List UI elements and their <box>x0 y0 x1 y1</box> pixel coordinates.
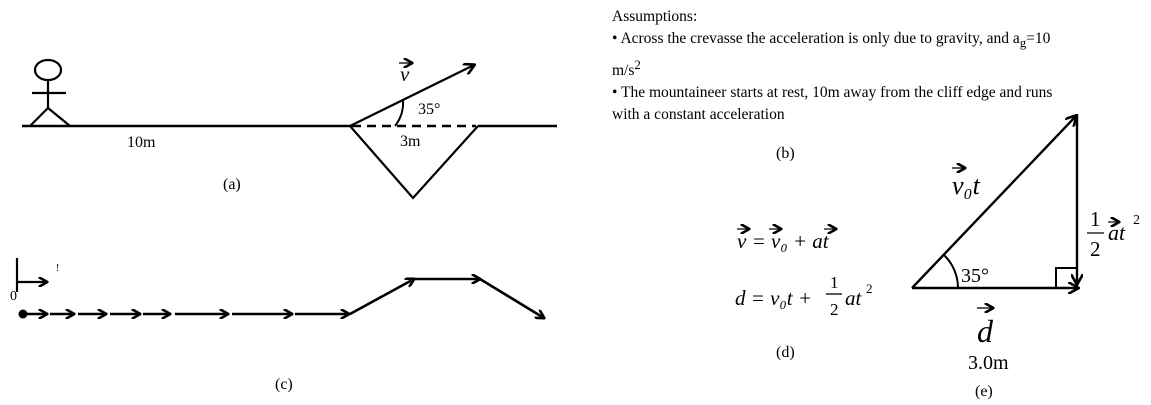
eq2-sup: 2 <box>866 281 873 296</box>
figure-c: ! 0 (c) <box>10 258 544 393</box>
eq2-frac-num: 1 <box>830 273 839 292</box>
velocity-arrow <box>349 65 474 127</box>
hypotenuse-arrow <box>911 116 1076 289</box>
equation-displacement-lhs: d = v₀t + <box>735 286 812 310</box>
velocity-label: v <box>400 62 410 86</box>
hypotenuse-label: v₀t <box>952 171 981 200</box>
base-value-label: 3.0m <box>968 352 1009 374</box>
gap-label: 3m <box>400 133 421 150</box>
gravity-subscript: g <box>1019 35 1027 51</box>
caption-e: (e) <box>975 383 993 400</box>
equation-displacement-rhs: at <box>845 286 863 310</box>
assumption-start: • The mountaineer starts at rest, 10m aw… <box>612 84 1053 124</box>
motion-arrow <box>349 279 414 316</box>
angle-arc-e <box>943 254 959 289</box>
caption-c: (c) <box>275 376 293 393</box>
angle-arc <box>394 99 405 127</box>
assumptions-heading: Assumptions: <box>612 8 698 25</box>
right-angle-marker <box>1055 267 1077 288</box>
assumption-gravity: • Across the crevasse the acceleration i… <box>612 28 1082 82</box>
side-sup: 2 <box>1133 213 1140 228</box>
figure-d: v = v₀ + at d = v₀t + 1 2 at 2 (d) <box>735 229 873 361</box>
caption-b: (b) <box>776 145 795 162</box>
eq2-frac-den: 2 <box>830 300 839 319</box>
gravity-exponent: 2 <box>634 57 641 73</box>
stick-figure-icon <box>29 58 71 127</box>
assumptions-block: Assumptions: • Across the crevasse the a… <box>612 6 1082 126</box>
assumption-gravity-text: • Across the crevasse the acceleration i… <box>612 30 1020 47</box>
angle-label: 35° <box>418 101 440 118</box>
side-label: at <box>1108 220 1126 245</box>
figure-e: v₀t 35° 1 2 at 2 d 3.0m (e) <box>911 114 1140 400</box>
motion-arrows <box>23 279 544 318</box>
equation-velocity: v = v₀ + at <box>737 229 830 253</box>
figure-a: v 35° 3m 10m (a) <box>22 58 557 200</box>
crevasse <box>349 125 479 200</box>
motion-arrow <box>479 277 544 318</box>
caption-d: (d) <box>776 344 795 361</box>
side-frac-den: 2 <box>1090 237 1101 261</box>
caption-a: (a) <box>223 176 241 193</box>
base-vector-label: d <box>977 313 994 349</box>
angle-label-e: 35° <box>961 265 989 287</box>
side-frac-num: 1 <box>1090 207 1101 231</box>
origin-label: 0 <box>10 289 17 304</box>
tick-label: ! <box>56 263 59 274</box>
distance-label: 10m <box>127 134 156 151</box>
gravity-value: =10 m/s <box>612 30 1051 80</box>
